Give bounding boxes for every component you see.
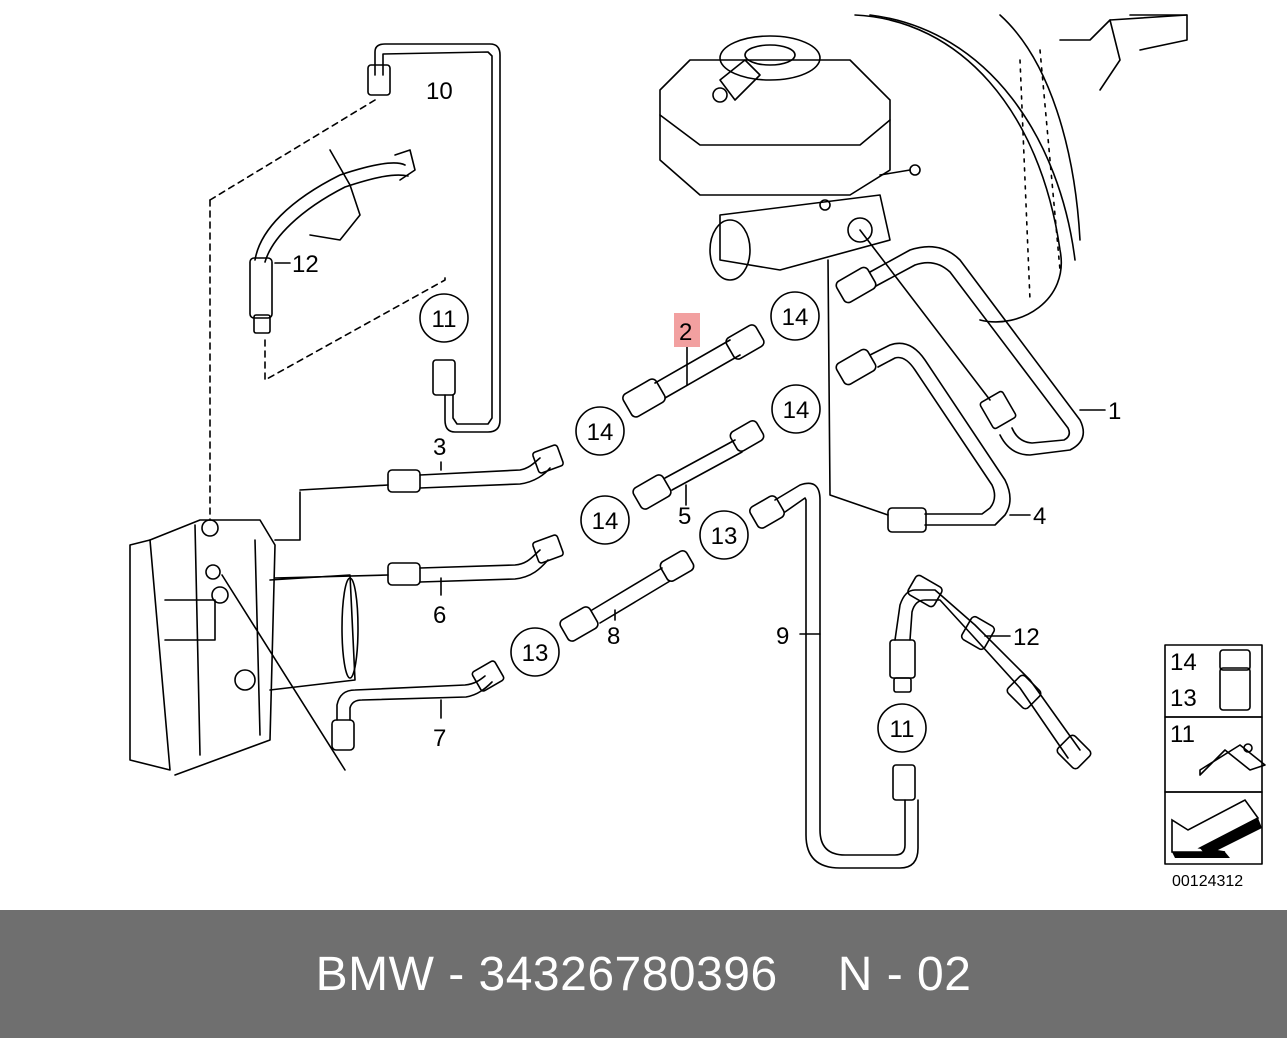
- brake-hose-12-upper: [209, 99, 446, 381]
- brake-booster: [854, 14, 1188, 323]
- label-9: 9: [776, 623, 789, 650]
- drawing-number: 00124312: [1172, 873, 1243, 890]
- pipe-7: [221, 574, 505, 771]
- fluid-reservoir: [659, 35, 891, 196]
- label-8: 8: [607, 623, 620, 650]
- pipe-2: [622, 324, 765, 418]
- circled-label-14-c: 14: [783, 397, 810, 424]
- circled-label-14-b: 14: [587, 419, 614, 446]
- part-number: BMW - 34326780396: [315, 947, 778, 1001]
- highlight-box: [674, 313, 700, 347]
- circled-label-14-a: 14: [782, 304, 809, 331]
- pipe-3: [274, 444, 564, 541]
- master-cylinder: [709, 164, 921, 281]
- brake-hose-12-lower: [889, 574, 1092, 770]
- label-3: 3: [433, 434, 446, 461]
- legend-arrow-icon: [1171, 798, 1262, 858]
- label-4: 4: [1033, 503, 1046, 530]
- circled-label-13-a: 13: [711, 523, 738, 550]
- pipe-5: [632, 420, 765, 510]
- label-6: 6: [433, 602, 446, 629]
- circled-label-14-d: 14: [592, 508, 619, 535]
- callout-circles: [419, 291, 927, 753]
- label-1: 1: [1108, 398, 1121, 425]
- pipe-1: [835, 229, 1085, 456]
- label-10: 10: [426, 78, 453, 105]
- label-12-lower: 12: [1013, 624, 1040, 651]
- pipe-10: [367, 43, 501, 433]
- legend-label-14: 14: [1170, 649, 1197, 676]
- legend-label-13: 13: [1170, 685, 1197, 712]
- pipe-6: [274, 534, 564, 586]
- label-7: 7: [433, 725, 446, 752]
- label-2: 2: [679, 319, 692, 346]
- diagram-position: N - 02: [837, 947, 972, 1001]
- parts-diagram: 10 12 3 1 4 5 6 7 8 9 12 2 11 14 14 14 1…: [129, 14, 1266, 890]
- circled-label-13-b: 13: [522, 640, 549, 667]
- pipe-4: [827, 259, 1011, 533]
- legend-label-11: 11: [1170, 721, 1195, 748]
- label-12-upper: 12: [292, 251, 319, 278]
- circled-label-11-lower: 11: [890, 716, 915, 743]
- leader-lines: [209, 199, 1106, 719]
- pipe-8: [559, 550, 695, 642]
- abs-hydraulic-unit: [129, 519, 359, 776]
- footer-bar: BMW - 34326780396 N - 02: [0, 910, 1287, 1038]
- circled-label-11-upper: 11: [432, 306, 457, 333]
- pipe-9: [749, 482, 919, 869]
- label-5: 5: [678, 503, 691, 530]
